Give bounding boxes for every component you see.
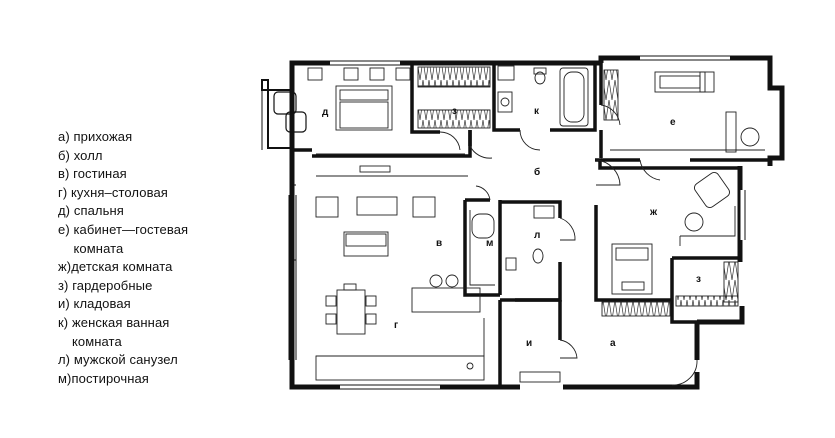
legend-text: кухня–столовая — [71, 184, 168, 200]
legend-key: е) — [58, 221, 70, 237]
legend-item-v: в) гостиная — [58, 165, 278, 184]
legend-key: г) — [58, 184, 68, 200]
room-label-v: в — [436, 238, 442, 249]
legend-key: а) — [58, 129, 70, 144]
legend-text: кладовая — [73, 296, 131, 312]
legend-item-e: е) кабинет—гостевая комната — [58, 221, 278, 258]
legend-key: з) — [58, 277, 69, 293]
legend-key: ж) — [58, 259, 72, 275]
legend-text: спальня — [73, 203, 124, 219]
room-label-k: к — [534, 106, 540, 117]
balcony — [261, 79, 307, 150]
legend-key: и) — [58, 296, 70, 312]
legend-item-l: л) мужской санузел — [58, 351, 278, 370]
legend-item-zh: ж)детская комната — [58, 258, 278, 277]
legend-text: женская ванная комната — [71, 314, 170, 349]
legend-key: м) — [58, 370, 72, 386]
legend-text: кабинет—гостевая комната — [73, 221, 189, 256]
legend-item-g: г) кухня–столовая — [58, 184, 278, 203]
room-label-zh: ж — [649, 207, 658, 218]
room-label-b: б — [534, 166, 540, 178]
legend-text: мужской санузел — [73, 352, 178, 368]
legend-text: холл — [73, 147, 103, 163]
room-label-z2: з — [696, 274, 701, 285]
outer-walls — [289, 55, 785, 390]
room-label-e: е — [670, 117, 676, 128]
legend-item-z: з) гардеробные — [58, 277, 278, 296]
legend-item-k: к) женская ванная комната — [58, 314, 278, 351]
legend-item-a: а) прихожая — [58, 128, 278, 147]
room-labels: д з к е б ж в м л з г и а — [322, 106, 701, 349]
legend-item-m: м)постирочная — [58, 370, 278, 389]
legend-text: постирочная — [71, 370, 149, 386]
room-label-a: а — [610, 338, 616, 349]
legend-key: д) — [58, 203, 71, 219]
legend-key: к) — [58, 314, 69, 330]
legend-item-i: и) кладовая — [58, 295, 278, 314]
legend-item-b: б) холл — [58, 147, 278, 166]
windows — [288, 55, 746, 390]
room-label-i: и — [526, 338, 532, 349]
legend-item-d: д) спальня — [58, 202, 278, 221]
legend-text: гардеробные — [72, 277, 153, 293]
legend-text: гостиная — [73, 166, 127, 182]
doors — [439, 104, 698, 386]
legend-key: в) — [58, 166, 70, 182]
legend-text: прихожая — [73, 129, 133, 144]
legend-text: детская комната — [71, 259, 173, 275]
furniture — [307, 65, 765, 383]
room-label-z1: з — [452, 106, 457, 117]
room-label-d: д — [322, 107, 329, 118]
legend: а) прихожая б) холл в) гостиная г) кухня… — [58, 128, 278, 388]
legend-key: л) — [58, 352, 71, 368]
room-label-m: м — [486, 238, 493, 249]
legend-key: б) — [58, 147, 70, 163]
room-label-g: г — [394, 320, 398, 331]
room-label-l: л — [534, 230, 540, 241]
